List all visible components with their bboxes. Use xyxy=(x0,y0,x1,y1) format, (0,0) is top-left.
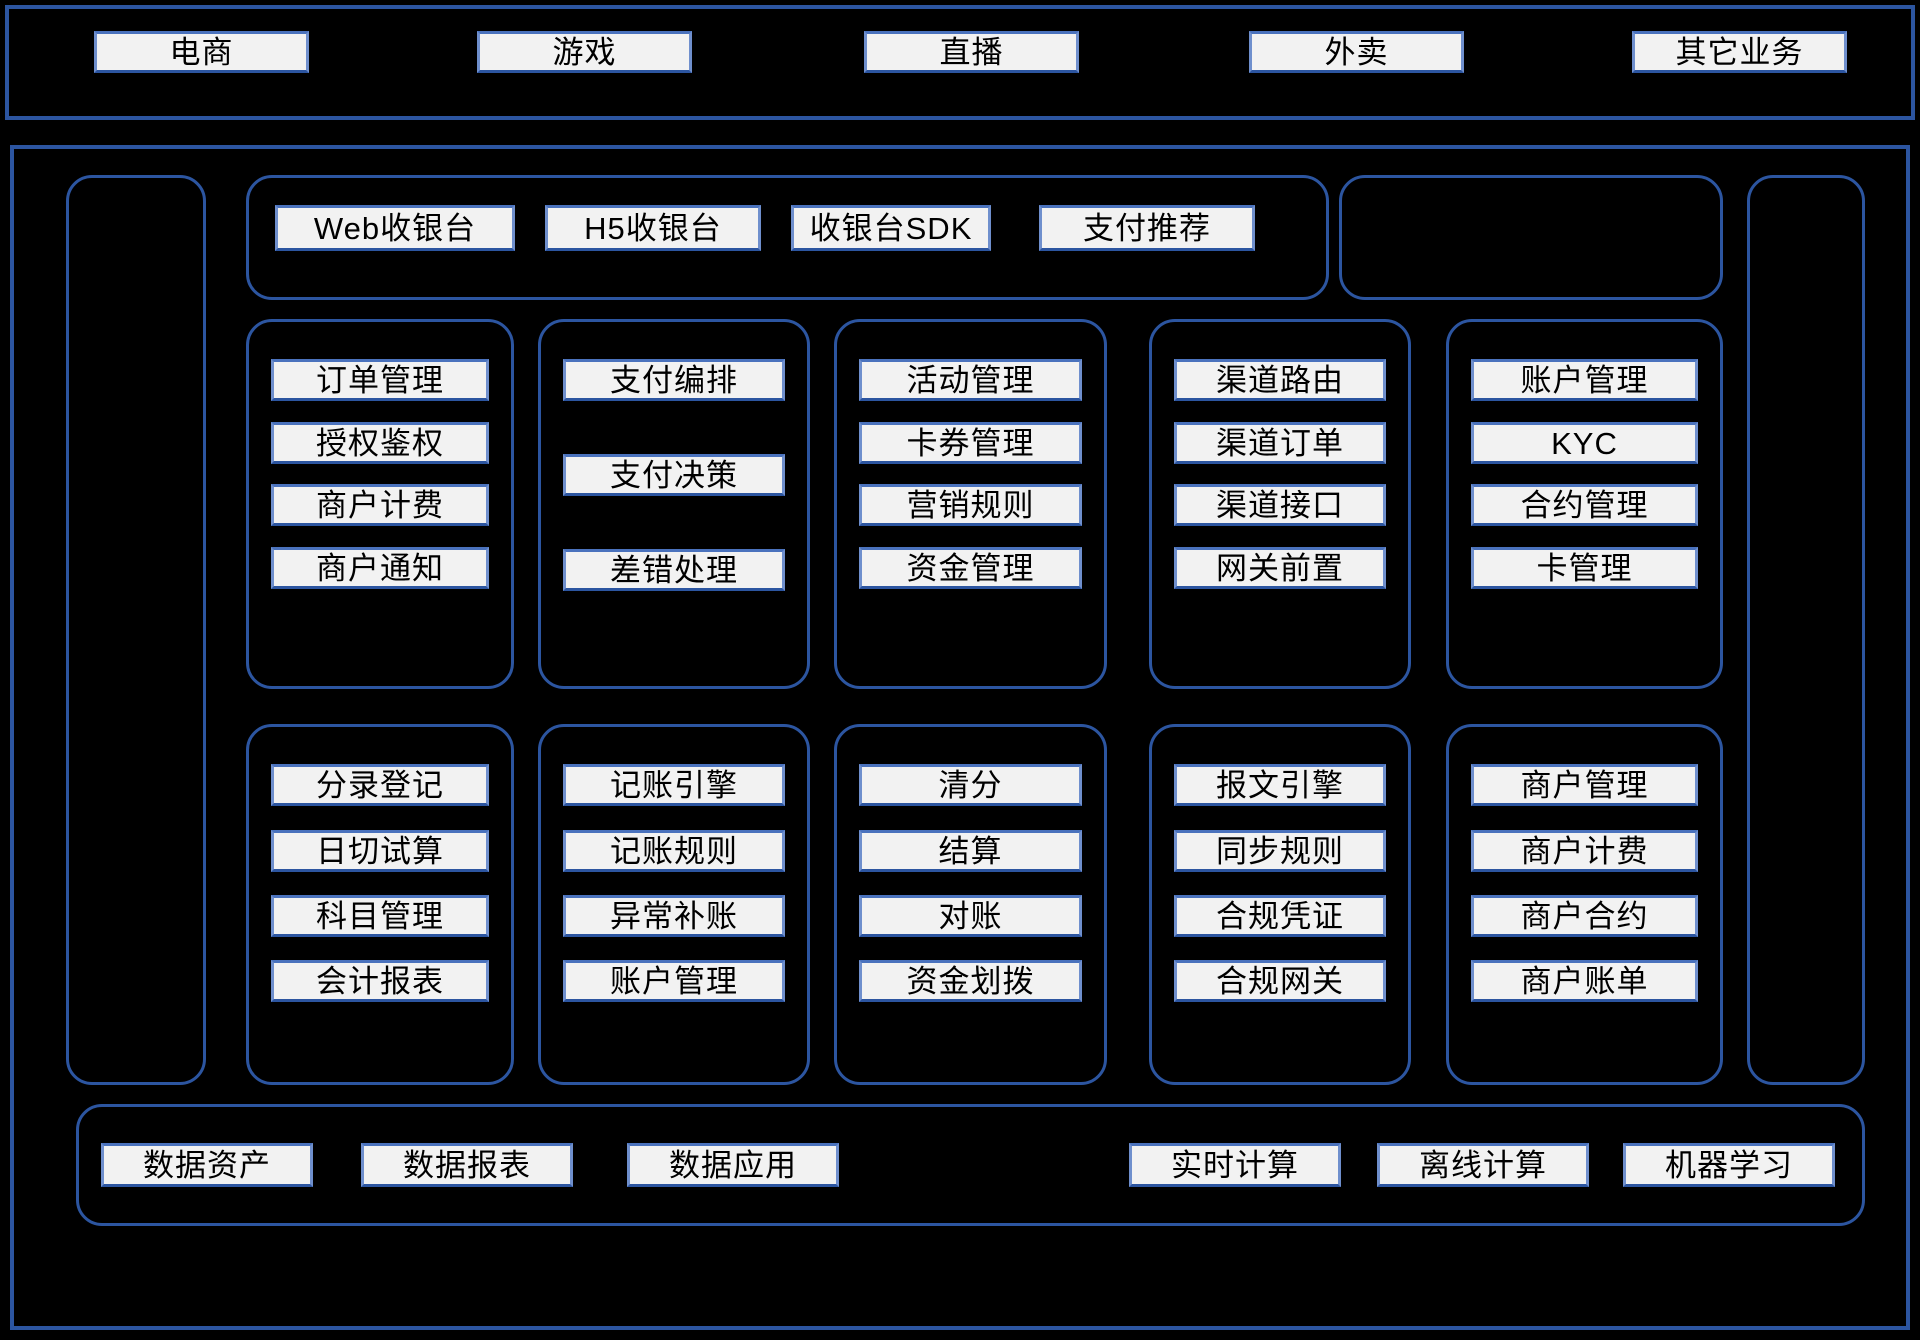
left-rail-panel xyxy=(66,175,206,1085)
capability-chip[interactable]: 支付编排 xyxy=(563,359,785,401)
capability-chip[interactable]: 商户通知 xyxy=(271,547,489,589)
data-platform-bar: 数据资产 数据报表 数据应用 实时计算离线计算机器学习 xyxy=(76,1104,1865,1226)
capability-chip[interactable]: 授权鉴权 xyxy=(271,422,489,464)
cashier-layer-panel: Web收银台 H5收银台收银台SDK 支付推荐 xyxy=(246,175,1329,300)
capability-chip[interactable]: 合约管理 xyxy=(1471,484,1698,526)
capability-chip[interactable]: 账户管理 xyxy=(1471,359,1698,401)
cashier-chip[interactable]: Web收银台 xyxy=(275,205,515,251)
capability-chip[interactable]: 卡券管理 xyxy=(859,422,1082,464)
capability-chip[interactable]: 合规网关 xyxy=(1174,960,1386,1002)
business-line-chip[interactable]: 直播 xyxy=(864,31,1079,73)
capability-chip[interactable]: KYC xyxy=(1471,422,1698,464)
capability-chip[interactable]: 渠道接口 xyxy=(1174,484,1386,526)
group-payment-core: 支付编排支付决策差错处理 xyxy=(538,319,810,689)
capability-chip[interactable]: 分录登记 xyxy=(271,764,489,806)
data-platform-chip[interactable]: 实时计算 xyxy=(1129,1143,1341,1187)
group-channel: 渠道路由渠道订单渠道接口网关前置 xyxy=(1149,319,1411,689)
business-line-chip[interactable]: 外卖 xyxy=(1249,31,1464,73)
capability-chip[interactable]: 支付决策 xyxy=(563,454,785,496)
business-lines-row: 电商 游戏 直播 外卖 其它业务 xyxy=(9,9,1911,116)
capability-chip[interactable]: 对账 xyxy=(859,895,1082,937)
capability-chip[interactable]: 商户账单 xyxy=(1471,960,1698,1002)
capability-chip[interactable]: 记账引擎 xyxy=(563,764,785,806)
capability-chip[interactable]: 渠道订单 xyxy=(1174,422,1386,464)
capability-chip[interactable]: 资金管理 xyxy=(859,547,1082,589)
capability-chip[interactable]: 商户计费 xyxy=(1471,830,1698,872)
cashier-chip[interactable]: 支付推荐 xyxy=(1039,205,1255,251)
data-platform-chip[interactable]: 数据资产 xyxy=(101,1143,313,1187)
capability-chip[interactable]: 网关前置 xyxy=(1174,547,1386,589)
data-platform-chip[interactable]: 数据应用 xyxy=(627,1143,839,1187)
capability-chip[interactable]: 商户计费 xyxy=(271,484,489,526)
capability-chip[interactable]: 商户管理 xyxy=(1471,764,1698,806)
capability-chip[interactable]: 记账规则 xyxy=(563,830,785,872)
capability-chip[interactable]: 资金划拨 xyxy=(859,960,1082,1002)
capability-chip[interactable]: 卡管理 xyxy=(1471,547,1698,589)
group-trade: 订单管理授权鉴权商户计费商户通知 xyxy=(246,319,514,689)
right-rail-panel xyxy=(1747,175,1865,1085)
data-platform-chip[interactable]: 离线计算 xyxy=(1377,1143,1589,1187)
group-clearing: 清分结算对账资金划拨 xyxy=(834,724,1107,1085)
capability-chip[interactable]: 营销规则 xyxy=(859,484,1082,526)
group-bookkeeping: 记账引擎记账规则异常补账账户管理 xyxy=(538,724,810,1085)
business-line-chip[interactable]: 其它业务 xyxy=(1632,31,1847,73)
capability-chip[interactable]: 订单管理 xyxy=(271,359,489,401)
capability-chip[interactable]: 清分 xyxy=(859,764,1082,806)
cashier-extra-empty-panel xyxy=(1339,175,1723,300)
business-lines-bar: 电商 游戏 直播 外卖 其它业务 xyxy=(5,5,1915,120)
business-line-chip[interactable]: 游戏 xyxy=(477,31,692,73)
cashier-chip[interactable]: H5收银台 xyxy=(545,205,761,251)
capability-chip[interactable]: 异常补账 xyxy=(563,895,785,937)
capability-chip[interactable]: 账户管理 xyxy=(563,960,785,1002)
capability-chip[interactable]: 差错处理 xyxy=(563,549,785,591)
capability-chip[interactable]: 日切试算 xyxy=(271,830,489,872)
capability-chip[interactable]: 结算 xyxy=(859,830,1082,872)
data-platform-chip[interactable]: 机器学习 xyxy=(1623,1143,1835,1187)
group-compliance: 报文引擎同步规则合规凭证合规网关 xyxy=(1149,724,1411,1085)
group-accounting: 分录登记日切试算科目管理会计报表 xyxy=(246,724,514,1085)
cashier-chip[interactable]: 收银台SDK xyxy=(791,205,991,251)
data-platform-chip[interactable]: 数据报表 xyxy=(361,1143,573,1187)
group-account: 账户管理 KYC 合约管理卡管理 xyxy=(1446,319,1723,689)
capability-chip[interactable]: 报文引擎 xyxy=(1174,764,1386,806)
capability-chip[interactable]: 会计报表 xyxy=(271,960,489,1002)
capability-chip[interactable]: 科目管理 xyxy=(271,895,489,937)
capability-chip[interactable]: 渠道路由 xyxy=(1174,359,1386,401)
capability-chip[interactable]: 活动管理 xyxy=(859,359,1082,401)
group-merchant: 商户管理商户计费商户合约商户账单 xyxy=(1446,724,1723,1085)
capability-chip[interactable]: 同步规则 xyxy=(1174,830,1386,872)
group-marketing: 活动管理卡券管理营销规则资金管理 xyxy=(834,319,1107,689)
capability-chip[interactable]: 合规凭证 xyxy=(1174,895,1386,937)
capability-chip[interactable]: 商户合约 xyxy=(1471,895,1698,937)
business-line-chip[interactable]: 电商 xyxy=(94,31,309,73)
